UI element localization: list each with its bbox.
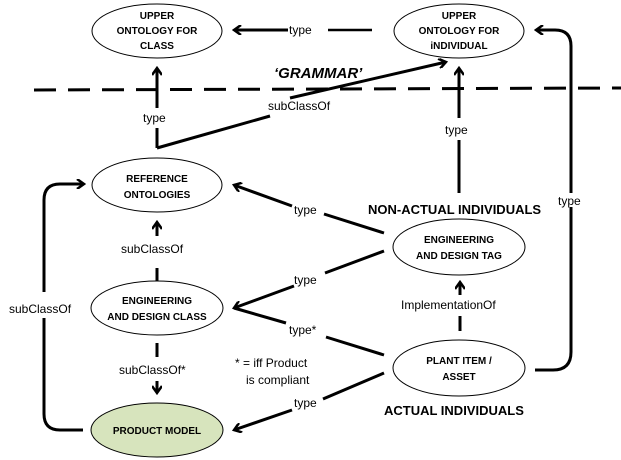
edge-product-to-ref-subclassof: subClassOf [9, 184, 84, 432]
node-label: PRODUCT MODEL [113, 426, 201, 437]
edge-tag-to-engclass-type: type [234, 249, 385, 308]
node-label: ASSET [442, 372, 475, 383]
grammar-label: ‘GRAMMAR’ [274, 65, 363, 82]
node-label: ONTOLOGY FOR [419, 26, 501, 37]
edge-label: type [143, 111, 166, 125]
node-plant-item-asset[interactable]: PLANT ITEM / ASSET [392, 339, 526, 397]
edge-plant-to-product-type: type [234, 371, 385, 430]
node-label: iNDIVIDUAL [430, 41, 487, 52]
edge-plant-to-tag-implementation: ImplementationOf [401, 282, 496, 331]
edge-individual-to-class-type: type [234, 23, 372, 37]
edge-engclass-to-product-subclassof-star: subClassOf* [119, 343, 186, 393]
edge-label: type [289, 23, 312, 37]
edge-tag-to-ref-type: type [234, 185, 385, 235]
edge-engclass-to-ref-subclassof: subClassOf [121, 222, 184, 282]
node-reference-ontologies[interactable]: REFERENCE ONTOLOGIES [91, 157, 223, 213]
node-label: AND DESIGN CLASS [107, 312, 207, 323]
node-engineering-design-tag[interactable]: ENGINEERING AND DESIGN TAG [392, 218, 526, 276]
node-product-model[interactable]: PRODUCT MODEL [90, 402, 224, 458]
edge-tag-to-individual-type: type [445, 68, 468, 193]
edge-label: type [294, 396, 317, 410]
note-line-2: is compliant [246, 373, 310, 387]
node-upper-ontology-class[interactable]: UPPER ONTOLOGY FOR CLASS [91, 3, 223, 59]
non-actual-individuals-label: NON-ACTUAL INDIVIDUALS [368, 202, 541, 217]
node-label: ENGINEERING [424, 235, 494, 246]
edge-label: ImplementationOf [401, 298, 496, 312]
edge-ref-to-upper: type subClassOf [143, 62, 446, 150]
actual-individuals-label: ACTUAL INDIVIDUALS [384, 403, 524, 418]
edge-plant-to-individual-type: type [535, 30, 581, 372]
node-label: PLANT ITEM / [426, 356, 492, 367]
node-label: AND DESIGN TAG [416, 251, 502, 262]
edge-label: type [558, 194, 581, 208]
edge-label: type [445, 123, 468, 137]
node-label: UPPER [442, 11, 477, 22]
node-label: REFERENCE [126, 174, 188, 185]
node-label: ONTOLOGY FOR [117, 26, 199, 37]
node-engineering-design-class[interactable]: ENGINEERING AND DESIGN CLASS [90, 280, 224, 336]
edge-label: subClassOf* [119, 363, 186, 377]
node-label: ONTOLOGIES [124, 190, 191, 201]
node-label: CLASS [140, 41, 174, 52]
edge-label: subClassOf [9, 302, 72, 316]
edge-plant-to-engclass-type-star: type* [233, 306, 385, 357]
edge-label: type [294, 203, 317, 217]
edge-label: subClassOf [121, 242, 184, 256]
edge-label: subClassOf [268, 99, 331, 113]
note-line-1: * = iff Product [235, 356, 308, 370]
node-label: UPPER [140, 11, 175, 22]
edge-label: type [294, 273, 317, 287]
node-label: ENGINEERING [122, 296, 192, 307]
edge-label: type* [289, 323, 317, 337]
node-upper-ontology-individual[interactable]: UPPER ONTOLOGY FOR iNDIVIDUAL [393, 3, 525, 59]
